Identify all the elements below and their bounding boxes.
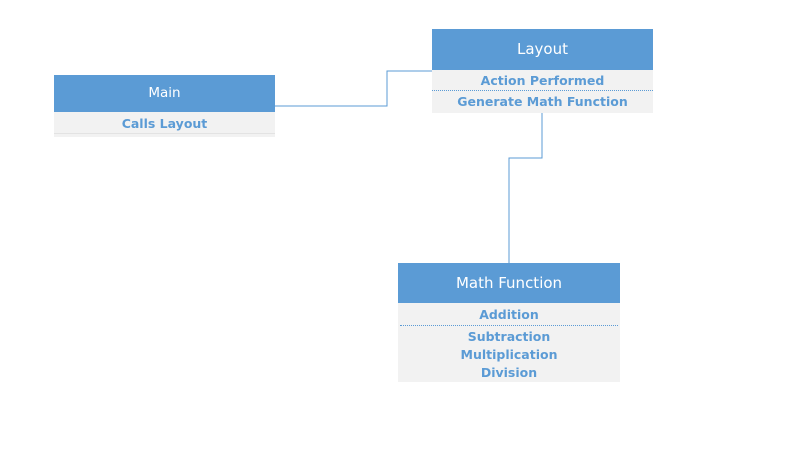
layout-box-title: Layout	[432, 29, 653, 70]
layout-item-generate-math-function: Generate Math Function	[457, 94, 628, 109]
main-box-body: Calls Layout	[54, 112, 275, 134]
main-item-calls-layout: Calls Layout	[54, 112, 275, 134]
math-item-multiplication: Multiplication	[460, 347, 558, 362]
math-function-box-title: Math Function	[398, 263, 620, 303]
connector-main-to-layout	[275, 70, 432, 107]
layout-item-action-performed: Action Performed	[432, 70, 653, 91]
main-box-title: Main	[54, 75, 275, 112]
math-function-box: Math Function Addition Subtraction Multi…	[398, 263, 620, 382]
math-item-subtraction: Subtraction	[467, 329, 551, 344]
math-item-addition: Addition	[400, 303, 618, 326]
math-function-box-body: Addition Subtraction Multiplication Divi…	[398, 303, 620, 382]
main-box: Main Calls Layout	[54, 75, 275, 137]
layout-box: Layout Action Performed Generate Math Fu…	[432, 29, 653, 113]
layout-box-body: Action Performed Generate Math Function	[432, 70, 653, 111]
math-item-division: Division	[480, 365, 538, 380]
connector-layout-to-math-function	[508, 113, 543, 263]
